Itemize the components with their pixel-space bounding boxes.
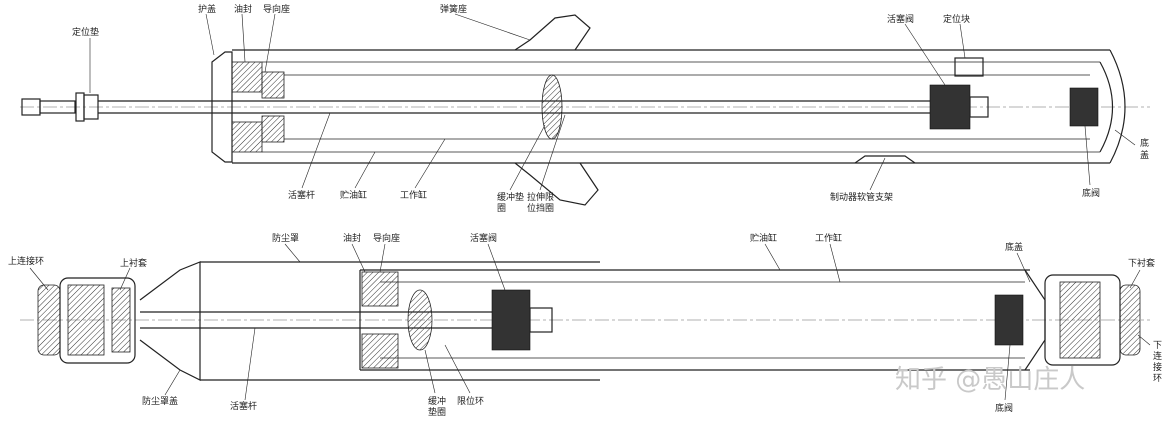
watermark: 知乎 @愚山庄人 [895,365,1085,395]
bottom-shock-drawing [20,261,1150,381]
label-brake-hose-bracket: 制动器软管支架 [830,191,893,203]
seal-guide-lower [361,333,399,369]
label-bottom-cap-b: 底盖 [1005,241,1023,253]
label-dust-cover-cap: 防尘罩盖 [142,395,178,407]
label-upper-bushing: 上衬套 [120,257,147,269]
rod-end [39,100,76,114]
label-reservoir-b: 贮油缸 [750,232,777,244]
label-spring-seat: 弹簧座 [440,3,467,15]
label-cushion-washer-1: 缓冲垫 [497,191,524,203]
top-leaders [89,13,1136,191]
seal-lower [231,121,263,153]
label-bottom-cap-2: 盖 [1140,149,1149,161]
label-lower-bushing: 下衬套 [1128,257,1155,269]
label-guide-seat-b: 导向座 [373,232,400,244]
top-cover [211,51,233,163]
piston-nut [969,96,989,118]
lower-bushing [1059,281,1101,359]
dust-cover-cap [139,261,201,381]
label-locating-block: 定位块 [943,13,970,25]
label-guide-seat: 导向座 [263,3,290,15]
brake-hose-bracket [854,155,916,164]
top-labels: 定位垫 护盖 油封 导向座 弹簧座 活塞阀 定位块 活塞杆 贮油缸 工作缸 缓冲… [72,3,1149,214]
cushion-washer [407,289,433,351]
label-piston-valve-b: 活塞阀 [470,232,497,244]
label-cushion-washer-2: 圈 [497,203,506,214]
spring-seat-upper [514,14,591,51]
label-dust-boot: 防尘罩 [272,232,299,244]
label-cushion-washer-b-1: 缓冲 [428,395,446,407]
bottom-cap-curve [1099,61,1114,153]
upper-ring [59,277,136,364]
label-lower-ring-3: 接 [1153,361,1162,373]
spring-seat-lower [514,162,599,206]
label-working-cylinder-b: 工作缸 [815,232,842,244]
nut [83,94,99,120]
label-cover: 护盖 [198,3,216,15]
piston-nut-b [529,307,553,333]
label-rebound-stop-2: 位挡圈 [527,202,554,214]
rebound-stop [541,74,563,140]
label-oil-seal: 油封 [234,3,252,15]
top-strut-drawing [20,14,1150,206]
seal-guide-upper [361,271,399,307]
label-base-valve-b: 底阀 [995,402,1013,414]
locating-block [954,57,984,77]
base-valve-b [994,294,1024,346]
base-valve [1069,87,1099,127]
bottom-leaders [29,243,1151,401]
label-limit-ring: 限位环 [457,395,484,407]
label-cushion-washer-b-2: 垫圈 [428,406,446,418]
label-locating-pad: 定位垫 [72,26,99,38]
label-piston-rod-b: 活塞杆 [230,400,257,412]
label-reservoir: 贮油缸 [340,189,367,201]
label-bottom-cap-1: 底 [1140,137,1149,149]
seal-upper [231,61,263,93]
label-base-valve: 底阀 [1082,187,1100,199]
guide-upper [261,71,285,99]
piston-valve-b [491,289,531,351]
bottom-labels: 上连接环 上衬套 防尘罩 油封 导向座 活塞阀 贮油缸 工作缸 底盖 下衬套 防… [8,232,1162,418]
bottom-cap-outer [1109,49,1126,164]
label-oil-seal-b: 油封 [343,232,361,244]
label-piston-valve: 活塞阀 [887,13,914,25]
label-lower-ring-2: 连 [1153,350,1162,362]
upper-bushing [67,284,105,356]
label-lower-ring-4: 环 [1153,373,1162,384]
upper-ring-left [37,284,61,356]
label-lower-ring-1: 下 [1153,341,1162,351]
label-upper-ring: 上连接环 [8,255,44,267]
upper-bushing-2 [111,287,131,353]
lower-ring-right [1119,284,1141,356]
piston-valve [929,84,971,130]
label-working-cylinder: 工作缸 [400,189,427,201]
guide-lower [261,115,285,143]
label-piston-rod: 活塞杆 [288,189,315,201]
label-rebound-stop-1: 拉伸限 [527,191,554,203]
